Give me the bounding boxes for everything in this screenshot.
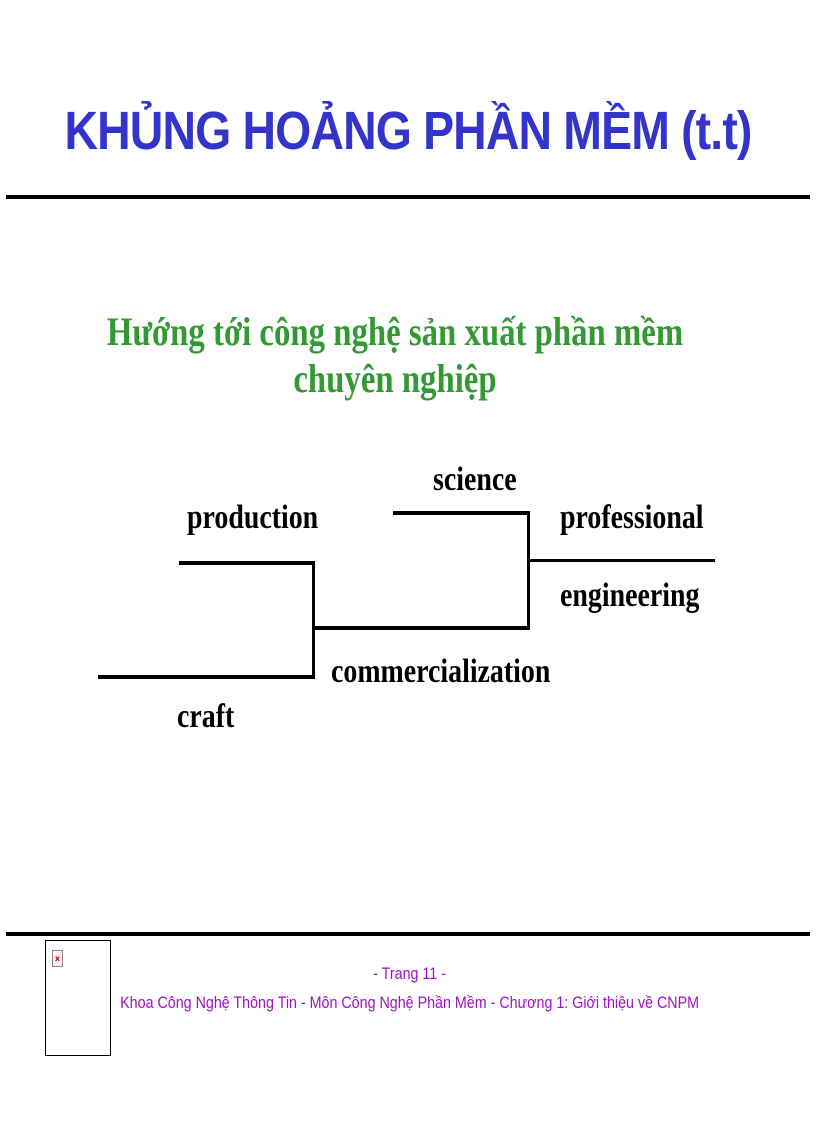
label-commercialization: commercialization bbox=[331, 653, 551, 690]
label-science: science bbox=[433, 461, 517, 498]
left-connector bbox=[312, 561, 315, 679]
label-production: production bbox=[187, 499, 319, 536]
footer-course-info: Khoa Công Nghệ Thông Tin - Môn Công Nghệ… bbox=[120, 993, 700, 1012]
slide-title: KHỦNG HOẢNG PHẦN MỀM (t.t) bbox=[64, 101, 752, 161]
professional-engineering-line bbox=[530, 559, 715, 562]
label-craft: craft bbox=[177, 698, 235, 735]
page-number: - Trang 11 - bbox=[373, 964, 446, 983]
label-engineering: engineering bbox=[560, 577, 700, 614]
broken-image-icon: x bbox=[52, 950, 63, 967]
footer-divider bbox=[6, 932, 810, 936]
evolution-diagram: science production professional engineer… bbox=[98, 461, 715, 735]
slide-subtitle: Hướng tới công nghệ sản xuất phần mềm ch… bbox=[106, 309, 684, 401]
right-connector bbox=[527, 511, 530, 630]
footer-image-frame: x bbox=[45, 940, 111, 1056]
craft-line bbox=[98, 675, 314, 679]
label-professional: professional bbox=[560, 499, 704, 536]
production-line bbox=[179, 561, 314, 565]
science-line bbox=[393, 511, 530, 515]
commercialization-line bbox=[314, 626, 530, 630]
title-divider bbox=[6, 195, 810, 199]
